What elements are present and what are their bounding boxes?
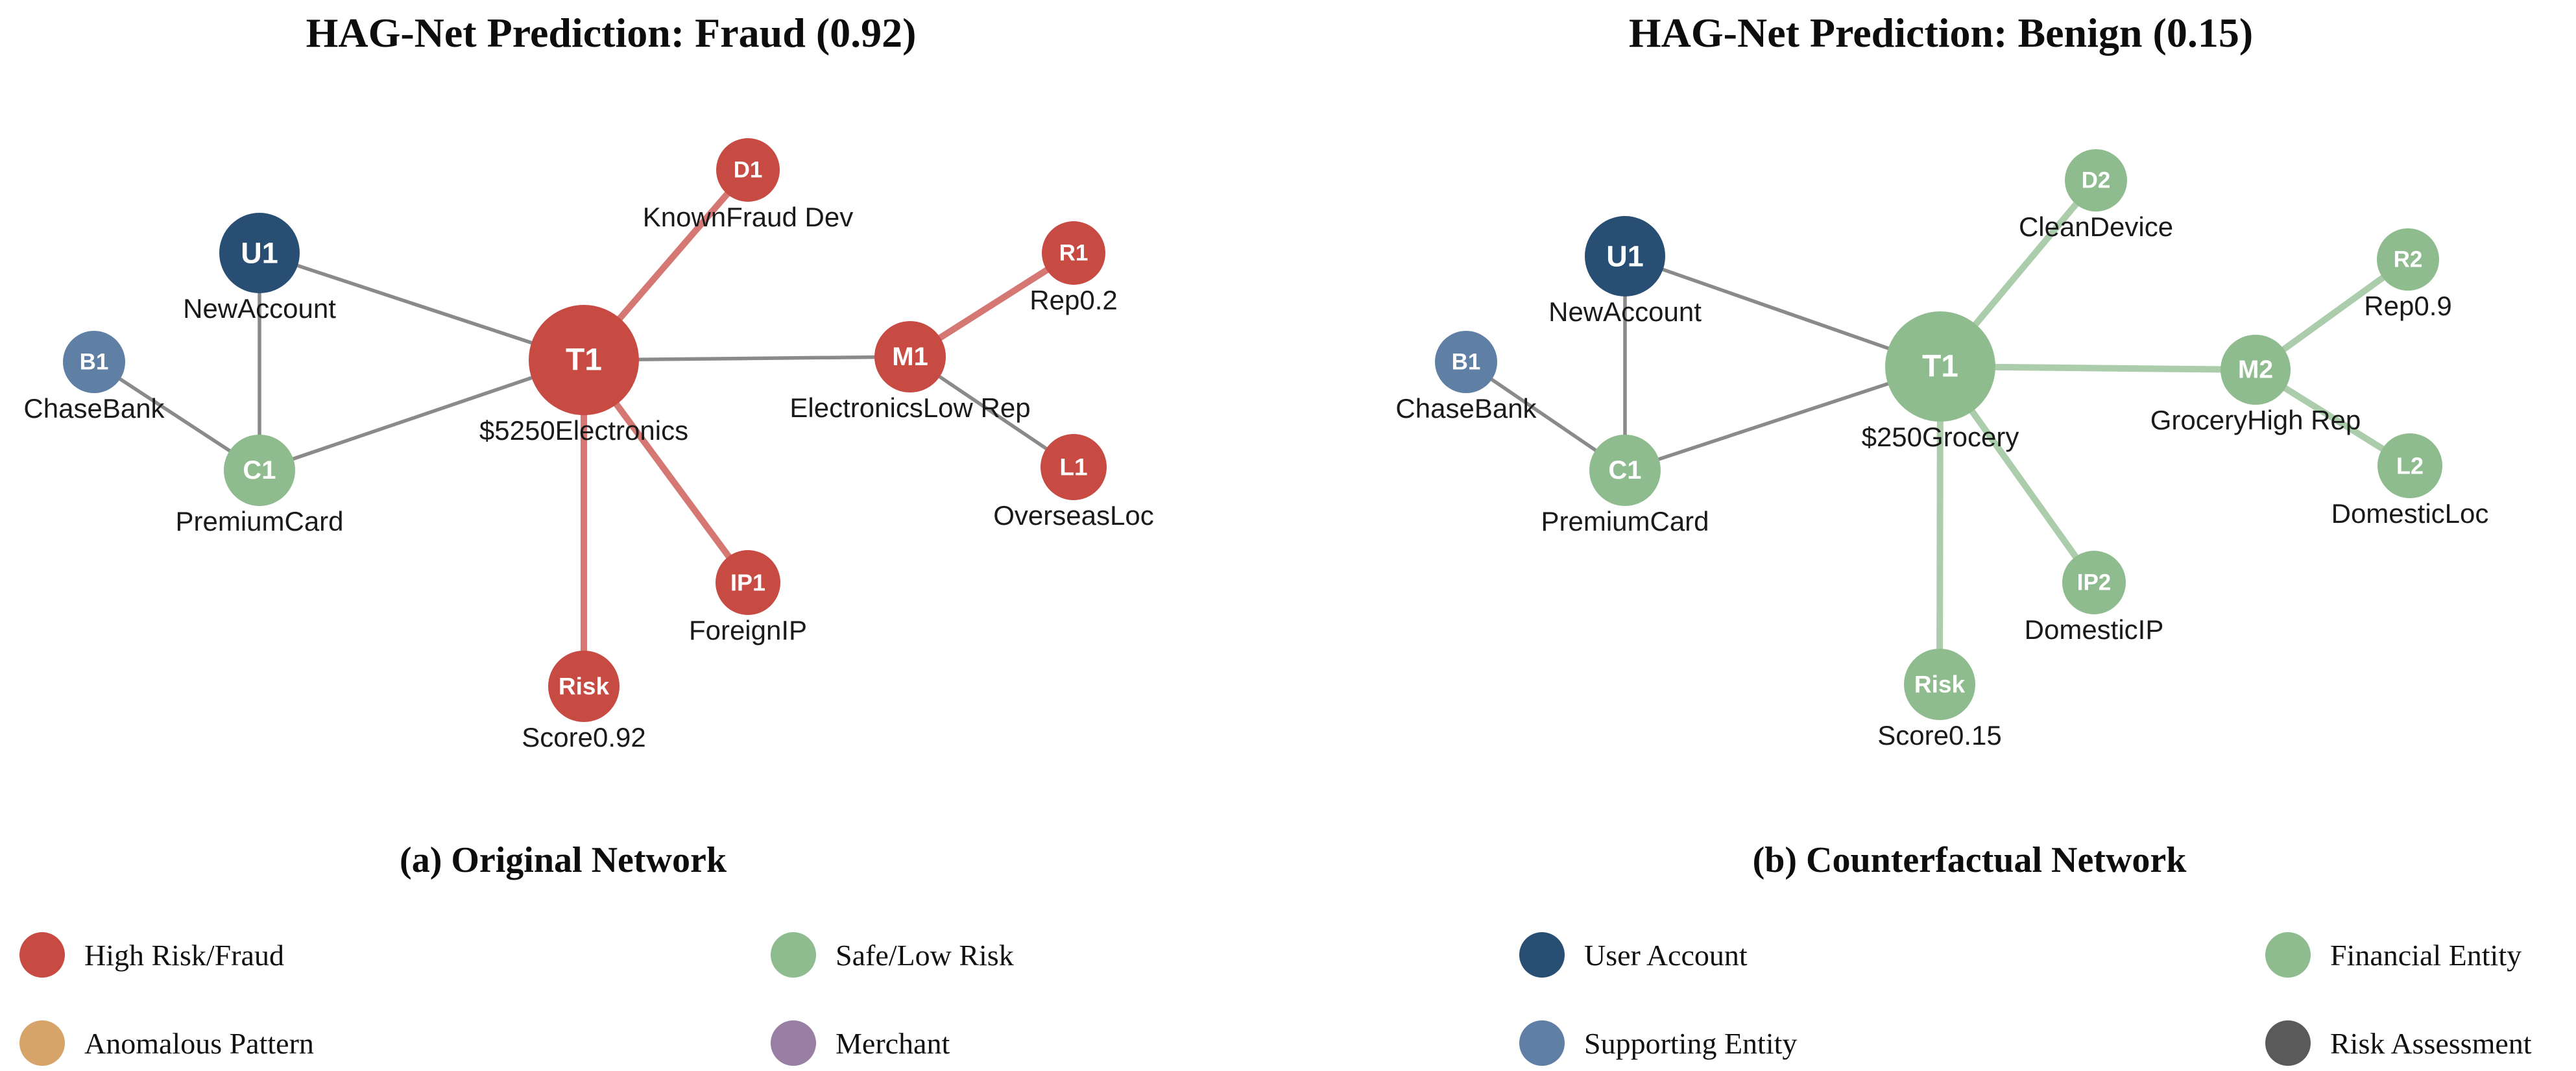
legend-label-high-risk-fraud: High Risk/Fraud (84, 938, 284, 972)
legend-item-financial-entity: Financial Entity (2265, 932, 2522, 978)
node-id-label-a-M1: M1 (892, 343, 928, 371)
edge-a-C1-T1 (259, 358, 584, 472)
legend-dot-safe-low-risk (771, 932, 816, 978)
legend-dot-high-risk-fraud (19, 932, 65, 978)
legend-item-anomalous-pattern: Anomalous Pattern (19, 1020, 314, 1066)
edge-b-C1-T1 (1624, 365, 1941, 472)
node-b-IP2 (2062, 551, 2126, 614)
panel-a-title: HAG-Net Prediction: Fraud (0.92) (306, 10, 917, 56)
node-sub-label-b-U1: NewAccount (1548, 296, 1702, 327)
node-id-label-b-U1: U1 (1606, 240, 1644, 273)
node-b-C1 (1589, 435, 1661, 506)
node-sub-label-a-IP1: ForeignIP (689, 615, 807, 645)
node-id-label-b-B1: B1 (1452, 350, 1481, 375)
panel-b-caption: (b) Counterfactual Network (1752, 840, 2187, 880)
node-id-label-b-D2: D2 (2082, 168, 2111, 193)
node-a-IP1 (716, 550, 780, 615)
legend-dot-financial-entity (2265, 932, 2311, 978)
node-sub-label-a-B1: ChaseBank (23, 393, 165, 424)
legend-label-user-account: User Account (1584, 938, 1748, 972)
node-a-B1 (63, 331, 125, 393)
node-id-label-a-U1: U1 (241, 237, 278, 270)
node-id-label-a-L1: L1 (1059, 454, 1087, 481)
legend-item-supporting-entity: Supporting Entity (1519, 1020, 1797, 1066)
node-b-L2 (2377, 433, 2442, 498)
node-sub-label-b-R2: Rep0.9 (2364, 291, 2451, 321)
node-sub-label-b-C1: PremiumCard (1541, 506, 1709, 536)
node-id-label-a-B1: B1 (80, 350, 109, 375)
node-a-T1 (529, 305, 639, 415)
node-a-Risk (548, 651, 620, 722)
node-id-label-a-C1: C1 (243, 456, 276, 485)
node-sub-label-a-D1: KnownFraud Dev (643, 202, 854, 232)
legend-label-supporting-entity: Supporting Entity (1584, 1026, 1798, 1060)
node-sub-label-a-Risk: Score0.92 (522, 722, 645, 752)
legend-item-high-risk-fraud: High Risk/Fraud (19, 932, 284, 978)
legend-item-risk-assessment: Risk Assessment (2265, 1020, 2532, 1066)
node-id-label-b-R2: R2 (2394, 247, 2423, 272)
node-sub-label-a-U1: NewAccount (183, 293, 336, 324)
node-sub-label-b-B1: ChaseBank (1395, 393, 1537, 424)
node-id-label-b-T1: T1 (1922, 350, 1958, 384)
node-b-D2 (2065, 149, 2127, 211)
node-b-R2 (2377, 228, 2439, 291)
legend-dot-risk-assessment (2265, 1020, 2311, 1066)
node-b-Risk (1904, 649, 1975, 720)
panel-b-title: HAG-Net Prediction: Benign (0.15) (1628, 10, 2254, 56)
node-id-label-a-IP1: IP1 (730, 570, 765, 596)
node-b-B1 (1435, 331, 1497, 393)
node-sub-label-a-L1: OverseasLoc (993, 500, 1153, 531)
node-id-label-b-IP2: IP2 (2077, 570, 2112, 596)
node-id-label-b-C1: C1 (1608, 456, 1641, 485)
node-b-U1 (1585, 216, 1665, 296)
node-a-R1 (1042, 221, 1105, 285)
node-a-C1 (224, 435, 295, 506)
node-id-label-a-D1: D1 (734, 158, 763, 183)
node-sub-label-a-R1: Rep0.2 (1029, 285, 1117, 315)
node-b-M2 (2221, 335, 2291, 405)
node-a-D1 (716, 138, 780, 202)
legend-item-safe-low-risk: Safe/Low Risk (771, 932, 1014, 978)
legend-item-user-account: User Account (1519, 932, 1748, 978)
legend-label-risk-assessment: Risk Assessment (2330, 1026, 2532, 1060)
legend-label-safe-low-risk: Safe/Low Risk (836, 938, 1014, 972)
node-sub-label-b-D2: CleanDevice (2019, 211, 2173, 242)
node-sub-label-b-T1: $250Grocery (1862, 422, 2019, 452)
node-sub-label-a-C1: PremiumCard (175, 506, 343, 536)
edge-b-U1-T1 (1624, 254, 1941, 368)
legend-item-merchant: Merchant (771, 1020, 950, 1066)
legend-label-merchant: Merchant (836, 1026, 950, 1060)
node-sub-label-b-IP2: DomesticIP (2025, 614, 2164, 645)
node-sub-label-a-M1: ElectronicsLow Rep (789, 392, 1030, 423)
node-a-L1 (1041, 434, 1107, 500)
node-sub-label-b-Risk: Score0.15 (1877, 720, 2001, 751)
node-id-label-a-T1: T1 (566, 343, 602, 378)
node-b-T1 (1885, 311, 1995, 422)
node-id-label-b-Risk: Risk (1914, 671, 1966, 698)
node-id-label-a-Risk: Risk (559, 673, 610, 700)
legend-dot-user-account (1519, 932, 1565, 978)
edge-a-U1-T1 (259, 251, 584, 362)
node-id-label-a-R1: R1 (1059, 241, 1089, 266)
legend-dot-supporting-entity (1519, 1020, 1565, 1066)
legend-label-financial-entity: Financial Entity (2330, 938, 2522, 972)
panel-a-caption: (a) Original Network (400, 840, 727, 880)
node-sub-label-b-L2: DomesticLoc (2331, 498, 2489, 529)
node-a-U1 (219, 213, 300, 293)
node-id-label-b-M2: M2 (2238, 356, 2273, 384)
node-sub-label-a-T1: $5250Electronics (479, 415, 688, 446)
node-id-label-b-L2: L2 (2396, 453, 2424, 479)
legend-dot-merchant (771, 1020, 816, 1066)
node-a-M1 (874, 321, 946, 392)
legend-label-anomalous-pattern: Anomalous Pattern (84, 1026, 314, 1060)
node-sub-label-b-M2: GroceryHigh Rep (2150, 405, 2361, 435)
legend-dot-anomalous-pattern (19, 1020, 65, 1066)
